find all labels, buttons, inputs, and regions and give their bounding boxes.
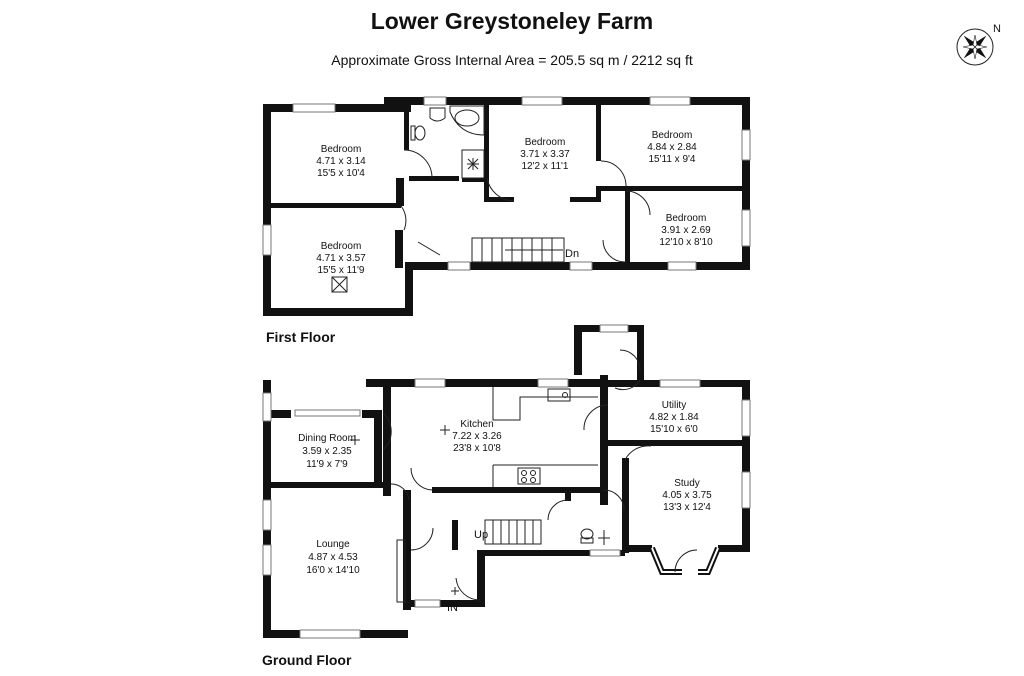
svg-text:3.59 x 2.35: 3.59 x 2.35 bbox=[302, 446, 352, 457]
svg-text:4.87 x 4.53: 4.87 x 4.53 bbox=[308, 552, 358, 563]
svg-text:15'5 x 10'4: 15'5 x 10'4 bbox=[317, 168, 365, 179]
room-label-lounge: Lounge 4.87 x 4.53 16'0 x 14'10 bbox=[306, 539, 360, 576]
svg-text:Bedroom: Bedroom bbox=[652, 130, 693, 141]
svg-text:15'10 x 6'0: 15'10 x 6'0 bbox=[650, 424, 698, 435]
svg-text:Study: Study bbox=[674, 478, 700, 489]
svg-text:4.71 x 3.14: 4.71 x 3.14 bbox=[316, 156, 366, 167]
svg-text:3.71 x 3.37: 3.71 x 3.37 bbox=[520, 149, 570, 160]
room-label-bedroom-2: Bedroom 4.71 x 3.57 15'5 x 11'9 bbox=[316, 241, 366, 276]
room-label-kitchen: Kitchen 7.22 x 3.26 23'8 x 10'8 bbox=[452, 419, 502, 454]
room-label-bedroom-5: Bedroom 3.91 x 2.69 12'10 x 8'10 bbox=[659, 213, 713, 248]
ground-floor-bay-windows bbox=[649, 546, 721, 575]
svg-text:16'0 x 14'10: 16'0 x 14'10 bbox=[306, 565, 360, 576]
svg-text:Kitchen: Kitchen bbox=[460, 419, 493, 430]
room-label-bedroom-1: Bedroom 4.71 x 3.14 15'5 x 10'4 bbox=[316, 144, 366, 179]
room-label-dining-room: Dining Room 3.59 x 2.35 11'9 x 7'9 bbox=[298, 433, 356, 470]
svg-text:4.05 x 3.75: 4.05 x 3.75 bbox=[662, 490, 712, 501]
svg-text:Utility: Utility bbox=[662, 400, 686, 411]
ground-floor-label: Ground Floor bbox=[262, 652, 352, 668]
svg-text:11'9 x 7'9: 11'9 x 7'9 bbox=[306, 459, 348, 470]
svg-text:15'11 x 9'4: 15'11 x 9'4 bbox=[648, 154, 695, 165]
svg-text:3.91 x 2.69: 3.91 x 2.69 bbox=[661, 225, 711, 236]
svg-text:Bedroom: Bedroom bbox=[525, 137, 566, 148]
svg-text:Lounge: Lounge bbox=[316, 539, 350, 550]
svg-text:13'3 x 12'4: 13'3 x 12'4 bbox=[663, 502, 711, 513]
svg-text:12'10 x 8'10: 12'10 x 8'10 bbox=[659, 237, 713, 248]
first-floor-windows bbox=[262, 96, 751, 271]
svg-text:4.82 x 1.84: 4.82 x 1.84 bbox=[649, 412, 699, 423]
compass-north-label: N bbox=[993, 23, 1001, 35]
room-label-bedroom-4: Bedroom 4.84 x 2.84 15'11 x 9'4 bbox=[647, 130, 697, 165]
compass-icon bbox=[956, 28, 994, 66]
svg-text:Bedroom: Bedroom bbox=[321, 241, 362, 252]
svg-text:Dining Room: Dining Room bbox=[298, 433, 356, 444]
ground-floor-fixtures bbox=[350, 349, 652, 603]
gross-area-subtitle: Approximate Gross Internal Area = 205.5 … bbox=[331, 52, 693, 68]
entrance-label: IN bbox=[447, 602, 458, 614]
svg-text:Bedroom: Bedroom bbox=[321, 144, 362, 155]
room-label-study: Study 4.05 x 3.75 13'3 x 12'4 bbox=[662, 478, 712, 513]
svg-text:Bedroom: Bedroom bbox=[666, 213, 707, 224]
first-floor-fixtures bbox=[331, 105, 651, 293]
svg-text:4.71 x 3.57: 4.71 x 3.57 bbox=[316, 253, 366, 264]
ground-floor-windows bbox=[262, 324, 751, 639]
first-floor-label: First Floor bbox=[266, 329, 336, 345]
svg-text:15'5 x 11'9: 15'5 x 11'9 bbox=[317, 265, 364, 276]
svg-text:23'8 x 10'8: 23'8 x 10'8 bbox=[453, 443, 501, 454]
room-label-bedroom-3: Bedroom 3.71 x 3.37 12'2 x 11'1 bbox=[520, 137, 570, 172]
plan-title: Lower Greystoneley Farm bbox=[370, 8, 654, 34]
svg-text:12'2 x 11'1: 12'2 x 11'1 bbox=[521, 161, 568, 172]
stairs-down-label: Dn bbox=[565, 248, 579, 260]
room-label-utility: Utility 4.82 x 1.84 15'10 x 6'0 bbox=[649, 400, 699, 435]
svg-text:4.84 x 2.84: 4.84 x 2.84 bbox=[647, 142, 697, 153]
stairs-up-label: Up bbox=[474, 529, 488, 541]
svg-text:7.22 x 3.26: 7.22 x 3.26 bbox=[452, 431, 502, 442]
